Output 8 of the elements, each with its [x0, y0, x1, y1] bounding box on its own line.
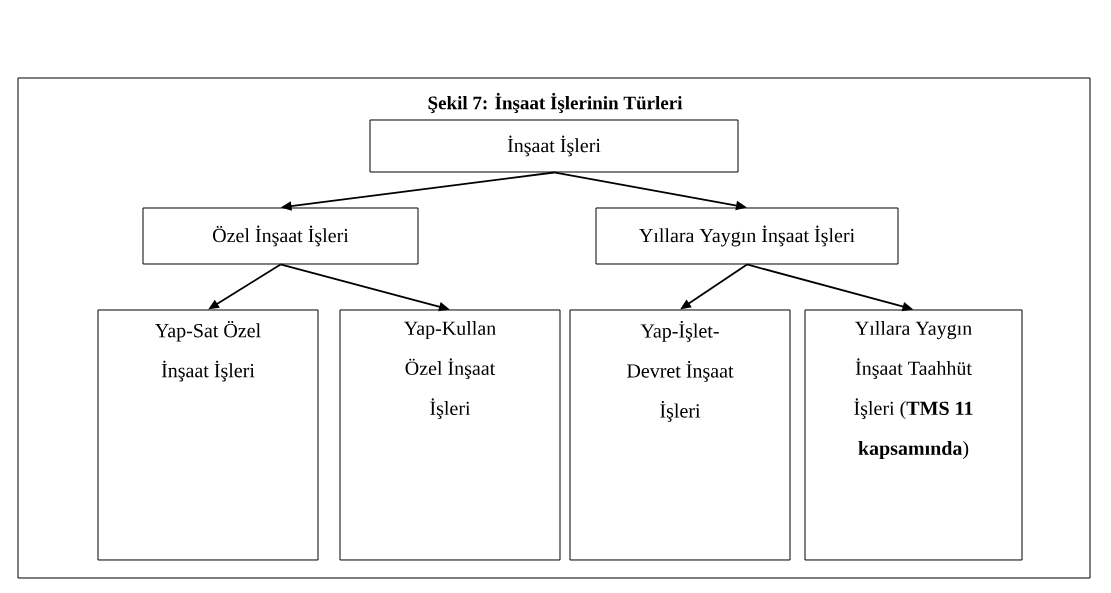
box: Yıllara Yaygın İnşaat İşleri	[595, 207, 899, 265]
box: İnşaat İşleri	[369, 119, 739, 173]
box: Yap-Kullan Özel İnşaat İşleri	[339, 309, 561, 561]
box: Özel İnşaat İşleri	[142, 207, 419, 265]
title: Şekil 7: İnşaat İşlerinin Türleri	[428, 92, 683, 114]
box: Yap-İşlet-Devret İnşaat İşleri	[569, 309, 791, 561]
box: Yap-Sat Özel İnşaat İşleri	[97, 309, 319, 561]
box: Yıllara Yaygın İnşaat Taahhüt İşleri (TMS 11 kapsamında)	[804, 309, 1023, 561]
